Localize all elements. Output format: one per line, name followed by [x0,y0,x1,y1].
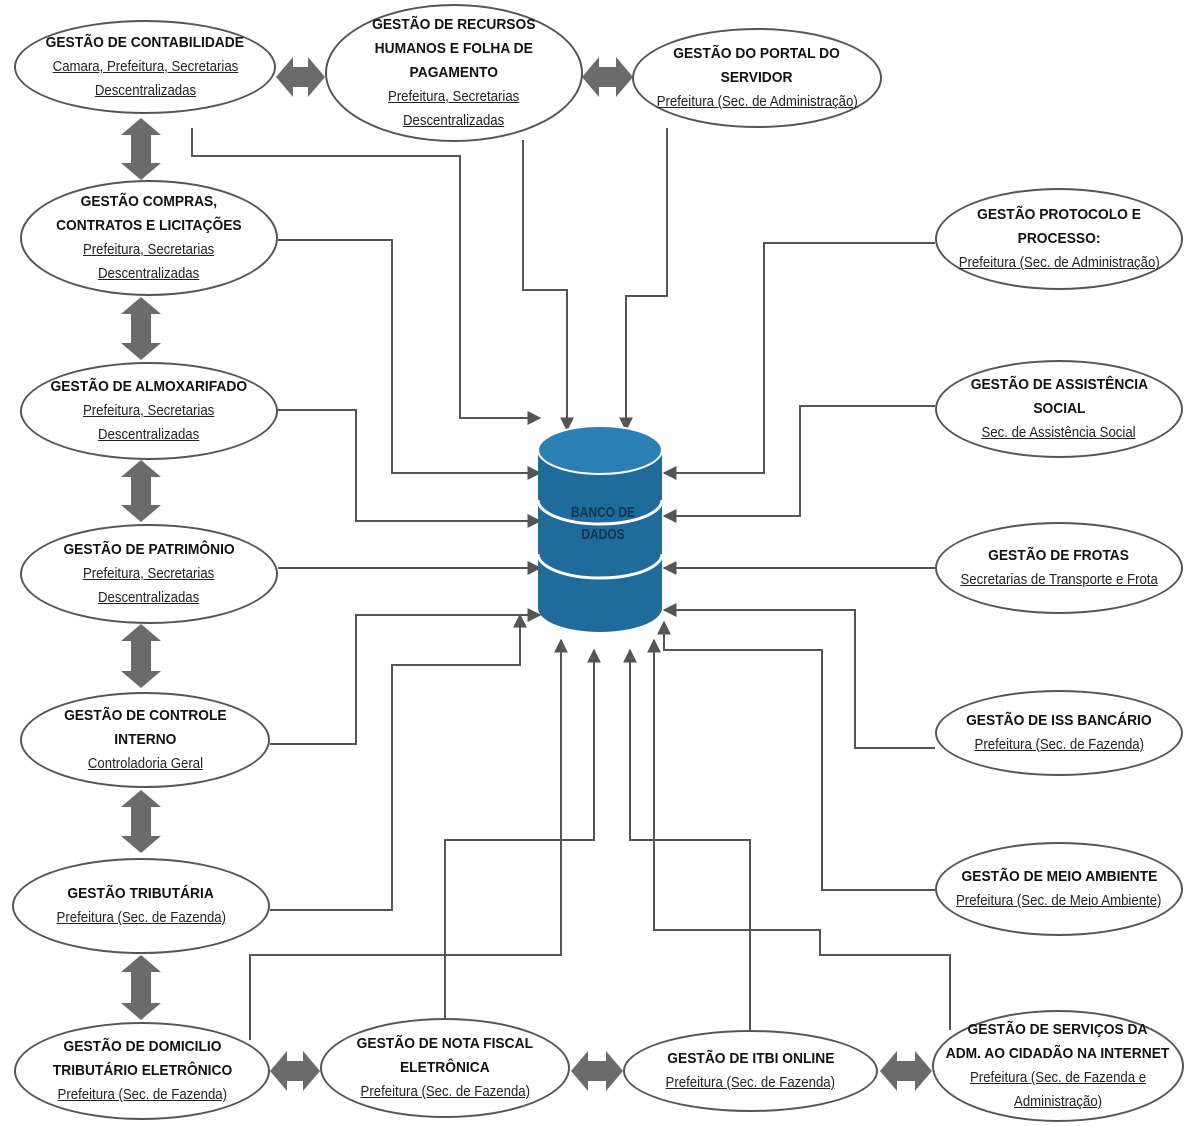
connector-contabilidade [191,128,542,425]
double-arrow-v [121,955,161,1020]
connector-lines [191,128,951,1040]
module-title: GESTÃO DE PATRIMÔNIO [63,541,235,558]
module-title: GESTÃO DE CONTABILIDADE [45,34,245,51]
module-meio-ambiente: GESTÃO DE MEIO AMBIENTE Prefeitura (Sec. … [935,842,1183,936]
connector-recursos-humanos [522,140,574,432]
module-subtitle: Prefeitura, Secretarias Descentralizadas [83,402,215,443]
connector-portal-servidor [619,128,668,432]
module-title: GESTÃO DE DOMICILIO TRIBUTÁRIO ELETRÔNIC… [52,1038,232,1079]
double-arrow-h [582,57,633,97]
database-top [537,425,663,475]
module-title: GESTÃO DE CONTROLE INTERNO [63,707,227,748]
connector-servicos-cidadao [647,638,951,1030]
double-arrow-v [121,790,161,853]
module-subtitle: Prefeitura (Sec. de Fazenda) [57,1086,227,1103]
module-tributaria: GESTÃO TRIBUTÁRIA Prefeitura (Sec. de Faz… [12,858,270,954]
module-subtitle: Secretarias de Transporte e Frota [960,571,1158,588]
module-subtitle: Prefeitura (Sec. de Fazenda) [56,909,226,926]
module-title: GESTÃO DE NOTA FISCAL ELETRÔNICA [356,1035,534,1076]
module-title: GESTÃO DE ITBI ONLINE [666,1050,835,1067]
module-itbi: GESTÃO DE ITBI ONLINE Prefeitura (Sec. de… [623,1030,878,1112]
module-domicilio-tributario: GESTÃO DE DOMICILIO TRIBUTÁRIO ELETRÔNIC… [14,1022,270,1120]
module-title: GESTÃO DE MEIO AMBIENTE [961,868,1157,885]
module-subtitle: Controladoria Geral [87,755,203,772]
connector-protocolo [662,242,935,480]
module-nota-fiscal: GESTÃO DE NOTA FISCAL ELETRÔNICA Prefeitu… [320,1018,570,1118]
module-title: GESTÃO DE ISS BANCÁRIO [966,712,1152,729]
module-almoxarifado: GESTÃO DE ALMOXARIFADO Prefeitura, Secret… [20,362,278,460]
module-patrimonio: GESTÃO DE PATRIMÔNIO Prefeitura, Secretar… [20,524,278,624]
module-compras: GESTÃO COMPRAS, CONTRATOS E LICITAÇÕES Pr… [20,180,278,296]
module-title: GESTÃO DE SERVIÇOS DA ADM. AO CIDADÃO NA… [946,1021,1170,1062]
double-arrow-v [121,297,161,360]
connector-domicilio-tributario [249,638,568,1040]
module-subtitle: Prefeitura (Sec. de Fazenda) [974,736,1144,753]
module-subtitle: Prefeitura (Sec. de Administração) [958,254,1160,271]
database-body [538,450,662,632]
module-subtitle: Prefeitura (Sec. de Fazenda) [360,1083,530,1100]
module-contabilidade: GESTÃO DE CONTABILIDADE Camara, Prefeitur… [14,20,276,114]
double-arrow-v [121,624,161,688]
module-subtitle: Prefeitura, Secretarias Descentralizadas [388,88,520,129]
module-subtitle: Prefeitura (Sec. de Meio Ambiente) [956,892,1162,909]
module-subtitle: Prefeitura (Sec. de Administração) [656,93,858,110]
module-portal-servidor: GESTÃO DO PORTAL DO SERVIDOR Prefeitura (… [632,28,882,128]
module-title: GESTÃO DO PORTAL DO SERVIDOR [673,45,841,86]
module-recursos-humanos: GESTÃO DE RECURSOS HUMANOS E FOLHA DE PA… [325,4,583,142]
database-cylinder [536,425,664,632]
double-arrow-h [270,1051,320,1091]
database-label: BANCO DE DADOS [570,504,635,543]
module-subtitle: Prefeitura (Sec. de Fazenda) [665,1074,836,1091]
double-arrow-v [121,460,161,522]
double-arrow-h [880,1051,932,1091]
database-band [536,553,664,580]
double-arrow-h [571,1051,623,1091]
module-assistencia-social: GESTÃO DE ASSISTÊNCIA SOCIAL Sec. de Assi… [935,360,1183,458]
double-arrow-v [121,118,161,180]
module-title: GESTÃO DE ALMOXARIFADO [50,378,248,395]
module-title: GESTÃO DE ASSISTÊNCIA SOCIAL [970,376,1148,417]
module-title: GESTÃO COMPRAS, CONTRATOS E LICITAÇÕES [56,193,242,234]
connector-nota-fiscal [444,648,601,1030]
connector-itbi [623,648,751,1030]
module-servicos-cidadao: GESTÃO DE SERVIÇOS DA ADM. AO CIDADÃO NA… [932,1010,1184,1122]
module-frotas: GESTÃO DE FROTAS Secretarias de Transport… [935,522,1183,614]
module-subtitle: Prefeitura (Sec. de Fazenda e Administra… [969,1069,1147,1110]
connector-compras [278,239,542,480]
module-subtitle: Sec. de Assistência Social [981,424,1137,441]
module-iss-bancario: GESTÃO DE ISS BANCÁRIO Prefeitura (Sec. d… [935,690,1183,776]
connector-assistencia-social [662,405,935,523]
module-subtitle: Prefeitura, Secretarias Descentralizadas [83,241,215,282]
connector-controle-interno [270,608,542,745]
module-subtitle: Camara, Prefeitura, Secretarias Descentr… [52,58,238,99]
module-subtitle: Prefeitura, Secretarias Descentralizadas [83,565,215,606]
module-protocolo: GESTÃO PROTOCOLO E PROCESSO: Prefeitura (… [935,188,1183,290]
module-title: GESTÃO PROTOCOLO E PROCESSO: [977,206,1141,247]
double-arrow-h [276,57,325,97]
module-controle-interno: GESTÃO DE CONTROLE INTERNO Controladoria … [20,692,270,788]
database-band [536,499,664,526]
module-title: GESTÃO DE FROTAS [988,547,1130,564]
module-title: GESTÃO TRIBUTÁRIA [67,885,215,902]
connector-almoxarifado [278,409,542,528]
module-title: GESTÃO DE RECURSOS HUMANOS E FOLHA DE PA… [372,16,536,81]
connector-meio-ambiente [657,620,935,891]
double-arrows [121,57,932,1091]
connector-tributaria [270,613,527,911]
connector-iss-bancario [662,603,935,749]
